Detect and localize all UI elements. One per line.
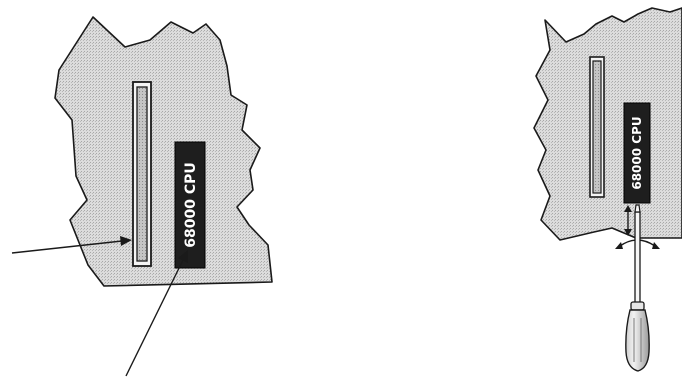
- right-motion-arrows: [615, 205, 660, 249]
- vertical-pry-arrowhead-top: [624, 205, 632, 212]
- vertical-pry-arrowhead-bottom: [624, 229, 632, 236]
- right-board-fragment: [533, 7, 682, 241]
- screwdriver-shaft: [634, 211, 641, 305]
- slot-callout-arrowhead: [120, 236, 132, 246]
- chip-callout-arrowhead: [178, 250, 188, 263]
- left-callout-arrows: [11, 236, 188, 377]
- left-panel: 68000 CPU: [11, 16, 273, 377]
- left-expansion-slot: [132, 81, 152, 267]
- screwdriver-tip: [634, 204, 641, 213]
- right-cpu-chip-label: 68000 CPU: [630, 116, 644, 189]
- slot-callout-arrow: [11, 240, 123, 254]
- right-cpu-chip: 68000 CPU: [623, 102, 651, 204]
- screwdriver-icon: [625, 204, 650, 372]
- screwdriver-ferrule: [630, 301, 645, 311]
- left-cpu-chip-label: 68000 CPU: [183, 162, 199, 247]
- rotate-arrowhead-right: [652, 242, 660, 249]
- right-expansion-slot: [589, 56, 605, 198]
- screwdriver-handle: [625, 309, 650, 372]
- rotate-arrowhead-left: [615, 242, 623, 249]
- left-cpu-chip: 68000 CPU: [174, 141, 206, 269]
- chip-callout-arrow: [125, 259, 184, 377]
- left-board-fragment: [54, 16, 273, 287]
- right-panel: 68000 CPU: [533, 7, 682, 372]
